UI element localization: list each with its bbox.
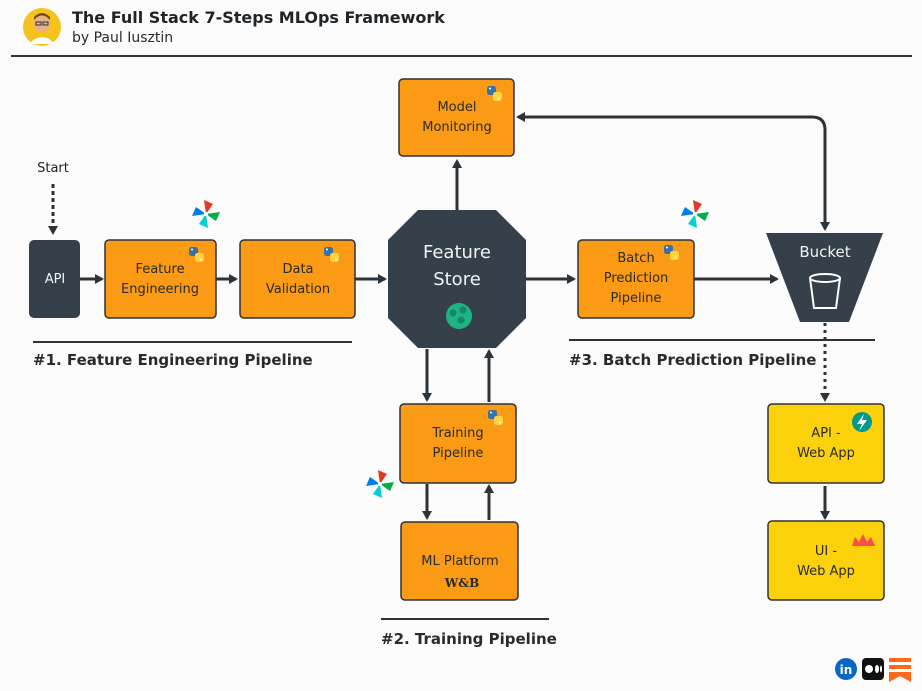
- feature-pipeline-label: #1. Feature Engineering Pipeline: [33, 351, 313, 369]
- api-web-app-label-line2: Web App: [797, 446, 855, 461]
- feature-engineering-node: Feature Engineering: [104, 200, 220, 319]
- hopsworks-icon: [446, 303, 472, 329]
- section-labels: #1. Feature Engineering Pipeline #3. Bat…: [33, 339, 875, 648]
- header: The Full Stack 7-Steps MLOps Framework b…: [11, 8, 912, 57]
- batch-pipeline-label: #3. Batch Prediction Pipeline: [569, 351, 816, 369]
- batch-prediction-label-line2: Prediction: [604, 271, 669, 286]
- streamlit-icon: [852, 534, 875, 546]
- feature-store-box: [388, 210, 526, 348]
- ui-web-app-node: UI - Web App: [767, 520, 885, 601]
- airflow-icon: [681, 200, 709, 228]
- model-monitoring-label-line1: Model: [437, 100, 476, 115]
- batch-prediction-label-line3: Pipeline: [611, 291, 662, 306]
- batch-prediction-label-line1: Batch: [617, 251, 654, 266]
- feature-store-label-line2: Store: [433, 269, 481, 290]
- model-monitoring-box: [398, 78, 515, 157]
- ml-platform-node: ML Platform W&B: [400, 521, 519, 601]
- start-label: Start: [37, 161, 69, 176]
- ml-platform-box: [400, 521, 519, 601]
- batch-prediction-node: Batch Prediction Pipeline: [577, 200, 709, 319]
- data-validation-box: [239, 239, 356, 319]
- training-pipeline-label-line2: Pipeline: [433, 446, 484, 461]
- bucket-node: Bucket: [766, 233, 883, 322]
- api-box: [29, 240, 80, 318]
- page-title: The Full Stack 7-Steps MLOps Framework: [72, 8, 445, 27]
- ui-web-app-label-line1: UI -: [815, 544, 837, 559]
- data-validation-node: Data Validation: [239, 239, 356, 319]
- model-monitoring-node: Model Monitoring: [398, 78, 515, 157]
- wandb-logo: W&B: [444, 576, 479, 590]
- api-label: API: [45, 272, 66, 287]
- api-web-app-node: API - Web App: [767, 403, 885, 484]
- api-web-app-label-line1: API -: [811, 426, 841, 441]
- training-pipeline-node: Training Pipeline: [366, 403, 517, 498]
- ui-web-app-label-line2: Web App: [797, 564, 855, 579]
- batch-prediction-box: [577, 239, 695, 319]
- feature-store-label-line1: Feature: [423, 242, 491, 263]
- api-node: API: [29, 240, 80, 318]
- feature-engineering-box: [104, 239, 217, 319]
- svg-text:in: in: [840, 663, 853, 677]
- data-validation-label-line1: Data: [282, 262, 313, 277]
- avatar-icon: [23, 8, 61, 46]
- training-pipeline-section-label: #2. Training Pipeline: [381, 630, 557, 648]
- bucket-label: Bucket: [799, 243, 850, 261]
- training-pipeline-label-line1: Training: [431, 426, 483, 441]
- arrows: [48, 112, 830, 520]
- airflow-icon: [366, 470, 394, 498]
- page-subtitle: by Paul Iusztin: [72, 30, 173, 46]
- bucket-icon: [809, 273, 841, 309]
- ui-web-app-box: [767, 520, 885, 601]
- medium-icon[interactable]: [862, 658, 884, 680]
- feature-engineering-label-line1: Feature: [135, 262, 184, 277]
- feature-engineering-label-line2: Engineering: [121, 282, 199, 297]
- linkedin-icon[interactable]: in: [835, 658, 857, 680]
- model-monitoring-label-line2: Monitoring: [422, 120, 492, 135]
- substack-icon[interactable]: [889, 658, 911, 682]
- airflow-icon: [192, 200, 220, 228]
- feature-store-node: Feature Store: [388, 210, 526, 348]
- monitoring-bucket-link: [516, 112, 827, 229]
- training-pipeline-box: [399, 403, 517, 484]
- bucket-box: [766, 233, 883, 322]
- fastapi-icon: [852, 412, 872, 432]
- social-links: in: [835, 658, 911, 682]
- ml-platform-label: ML Platform: [421, 554, 498, 569]
- data-validation-label-line2: Validation: [266, 282, 330, 297]
